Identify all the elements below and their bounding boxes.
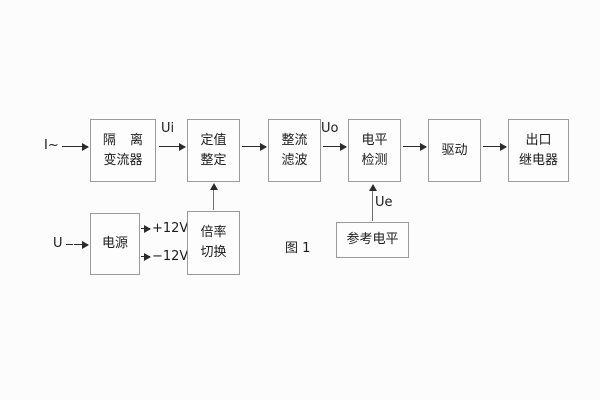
- arrow-rectify-to-level: [323, 142, 347, 151]
- block-output-relay[interactable]: 出口 继电器: [508, 119, 569, 182]
- block-power-supply[interactable]: 电源: [90, 213, 140, 275]
- block-level-detect-line1: 电平: [361, 132, 388, 148]
- block-power-supply-line1: 电源: [101, 236, 128, 251]
- figure-caption: 图 1: [285, 241, 311, 256]
- arrow-input-to-isolation: [62, 142, 89, 151]
- current-input-label: I~: [44, 138, 59, 153]
- block-level-detect-line2: 检测: [361, 152, 388, 168]
- block-output-relay-line2: 继电器: [518, 152, 558, 168]
- block-isolation-transformer-line2: 变流器: [103, 152, 143, 168]
- block-level-detect[interactable]: 电平 检测: [348, 119, 401, 182]
- block-output-relay-line1: 出口: [525, 132, 552, 148]
- block-reference-level[interactable]: 参考电平: [336, 222, 409, 258]
- arrow-isolation-to-setting: [159, 142, 186, 151]
- arrow-rail-negative: [141, 252, 151, 261]
- block-setting-adjust-line2: 整定: [200, 152, 227, 168]
- arrow-level-to-driver: [403, 142, 427, 151]
- arrow-reference-to-level-detect: [368, 184, 377, 221]
- block-setting-adjust[interactable]: 定值 整定: [187, 119, 240, 182]
- block-isolation-transformer[interactable]: 隔 离 变流器: [90, 119, 156, 182]
- arrow-driver-to-relay: [483, 142, 507, 151]
- reference-level-signal-label: Ue: [375, 195, 393, 210]
- arrow-rail-positive: [141, 224, 151, 233]
- voltage-input-dash: [66, 244, 73, 245]
- block-range-switch-line1: 倍率: [200, 225, 227, 240]
- block-reference-level-line1: 参考电平: [346, 232, 399, 247]
- rail-negative-label: −12V: [152, 249, 189, 264]
- block-driver-line1: 驱动: [441, 142, 468, 158]
- arrow-setting-to-rectify: [242, 142, 267, 151]
- block-rectify-filter-line2: 滤波: [281, 152, 308, 168]
- block-range-switch-line2: 切换: [200, 245, 227, 260]
- block-rectify-filter[interactable]: 整流 滤波: [268, 119, 321, 182]
- block-isolation-transformer-line1: 隔 离: [102, 132, 149, 148]
- signal-label-ui: Ui: [161, 121, 175, 136]
- block-range-switch[interactable]: 倍率 切换: [187, 211, 240, 275]
- block-setting-adjust-line1: 定值: [200, 132, 227, 148]
- signal-label-uo: Uo: [321, 121, 339, 136]
- rail-positive-label: +12V: [152, 221, 189, 236]
- arrow-range-switch-to-setting: [209, 183, 218, 210]
- voltage-input-label: U: [53, 236, 63, 251]
- block-rectify-filter-line1: 整流: [281, 132, 308, 148]
- arrow-voltage-to-power: [74, 240, 89, 249]
- block-driver[interactable]: 驱动: [428, 119, 481, 182]
